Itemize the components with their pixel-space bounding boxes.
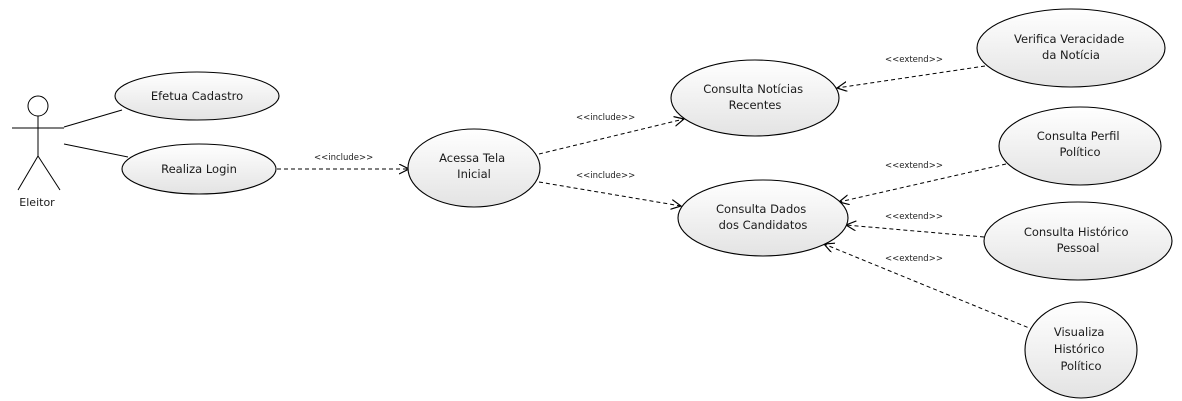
association-actor-realiza-login bbox=[63, 143, 129, 158]
use-case-consulta-perfil-politico[interactable]: Consulta Perfil Político bbox=[998, 106, 1162, 186]
actor-eleitor[interactable]: Eleitor bbox=[12, 95, 64, 209]
use-case-shape bbox=[677, 179, 849, 257]
include-tela-to-dados bbox=[538, 181, 681, 206]
actor-left-leg bbox=[17, 155, 39, 191]
use-case-shape bbox=[114, 71, 280, 121]
use-case-shape bbox=[121, 143, 277, 195]
use-case-shape bbox=[670, 59, 840, 137]
use-case-consulta-historico-pessoal[interactable]: Consulta Histórico Pessoal bbox=[983, 201, 1173, 281]
use-case-realiza-login[interactable]: Realiza Login bbox=[121, 143, 277, 195]
actor-right-leg bbox=[37, 155, 61, 191]
stereotype-labels: <<include>> <<include>> <<include>> <<ex… bbox=[314, 55, 943, 264]
use-case-label: Consulta Perfil Político bbox=[1037, 129, 1123, 159]
use-case-label: Verifica Veracidade da Notícia bbox=[1014, 32, 1128, 62]
label-include-noticias: <<include>> bbox=[576, 113, 635, 123]
extend-perfil-to-dados bbox=[839, 163, 1007, 202]
use-case-label: Acessa Tela Inicial bbox=[439, 151, 509, 181]
label-include-login: <<include>> bbox=[314, 153, 373, 163]
use-case-shape bbox=[998, 106, 1162, 186]
use-case-verifica-veracidade-noticia[interactable]: Verifica Veracidade da Notícia bbox=[976, 8, 1166, 88]
use-case-label: Consulta Notícias Recentes bbox=[703, 82, 807, 112]
label-extend-perfil: <<extend>> bbox=[885, 161, 943, 171]
use-case-consulta-noticias-recentes[interactable]: Consulta Notícias Recentes bbox=[670, 59, 840, 137]
extend-visualiza-to-dados bbox=[824, 244, 1035, 331]
use-case-shape bbox=[407, 128, 541, 208]
use-case-acessa-tela-inicial[interactable]: Acessa Tela Inicial bbox=[407, 128, 541, 208]
extend-historico-pessoal-to-dados bbox=[846, 225, 985, 238]
association-actor-efetua-cadastro bbox=[63, 109, 123, 128]
relations bbox=[63, 65, 1035, 331]
include-tela-to-noticias bbox=[538, 119, 684, 155]
use-case-visualiza-historico-politico[interactable]: Visualiza Histórico Político bbox=[1024, 301, 1138, 399]
use-case-label: Efetua Cadastro bbox=[151, 89, 243, 103]
label-extend-visualiza: <<extend>> bbox=[885, 254, 943, 264]
use-case-label: Consulta Dados dos Candidatos bbox=[716, 202, 810, 232]
label-include-dados: <<include>> bbox=[576, 171, 635, 181]
extend-veracidade-to-noticias bbox=[837, 65, 986, 88]
use-case-label: Consulta Histórico Pessoal bbox=[1024, 225, 1132, 255]
use-case-shape bbox=[1024, 301, 1138, 399]
use-case-label: Visualiza Histórico Político bbox=[1054, 325, 1108, 373]
label-extend-veracidade: <<extend>> bbox=[885, 55, 943, 65]
label-extend-historico-pessoal: <<extend>> bbox=[885, 212, 943, 222]
actor-head bbox=[27, 95, 49, 117]
actor-name: Eleitor bbox=[19, 196, 55, 209]
use-case-label: Realiza Login bbox=[161, 162, 237, 176]
use-case-efetua-cadastro[interactable]: Efetua Cadastro bbox=[114, 71, 280, 121]
use-case-shape bbox=[976, 8, 1166, 88]
use-case-shape bbox=[983, 201, 1173, 281]
use-case-consulta-dados-candidatos[interactable]: Consulta Dados dos Candidatos bbox=[677, 179, 849, 257]
